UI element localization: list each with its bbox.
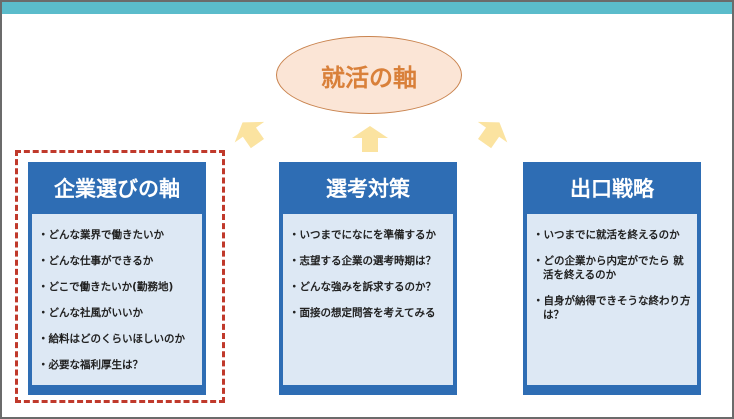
list-item: ・どんな業界で働きたいか [38, 229, 164, 241]
central-concept-title: 就活の軸 [321, 63, 417, 92]
arrow-up-icon [352, 126, 388, 152]
card-body: ・いつまでになにを準備するか ・志望する企業の選考時期は？ ・どんな強みを訴求す… [283, 214, 453, 385]
list-item: ・志望する企業の選考時期は？ [289, 255, 436, 267]
list-item: ・面接の想定問答を考えてみる [289, 307, 436, 319]
card-body: ・いつまでに就活を終えるのか ・どの企業から内定がでたら 就活を終えるのか ・自… [527, 214, 697, 385]
top-band [2, 2, 732, 14]
list-item: ・自身が納得できそうな終わり方は？ [533, 295, 691, 321]
list-item: ・どんな仕事ができるか [38, 255, 154, 267]
central-concept-ellipse: 就活の軸 [276, 36, 462, 114]
card-title: 選考対策 [326, 177, 410, 201]
list-item: ・どんな強みを訴求するのか？ [289, 281, 436, 293]
card-title: 出口戦略 [570, 177, 654, 201]
card-body: ・どんな業界で働きたいか ・どんな仕事ができるか ・どこで働きたいか(勤務地) … [32, 214, 202, 385]
list-item: ・どこで働きたいか(勤務地) [38, 281, 174, 293]
card-selection-prep: 選考対策 ・いつまでになにを準備するか ・志望する企業の選考時期は？ ・どんな強… [279, 162, 457, 395]
list-item: ・いつまでに就活を終えるのか [533, 229, 680, 241]
list-item: ・どの企業から内定がでたら 就活を終えるのか [533, 255, 684, 281]
list-item: ・いつまでになにを準備するか [289, 229, 436, 241]
list-item: ・どんな社風がいいか [38, 307, 143, 319]
list-item: ・必要な福利厚生は？ [38, 359, 143, 371]
highlight-dashed-border [15, 150, 225, 403]
arrow-up-right-icon [477, 121, 508, 149]
list-item: ・給料はどのくらいほしいのか [38, 333, 185, 345]
card-exit-strategy: 出口戦略 ・いつまでに就活を終えるのか ・どの企業から内定がでたら 就活を終える… [523, 162, 701, 395]
card-company-selection: 企業選びの軸 ・どんな業界で働きたいか ・どんな仕事ができるか ・どこで働きたい… [28, 162, 206, 395]
card-title: 企業選びの軸 [54, 177, 180, 201]
arrow-up-left-icon [234, 121, 265, 149]
